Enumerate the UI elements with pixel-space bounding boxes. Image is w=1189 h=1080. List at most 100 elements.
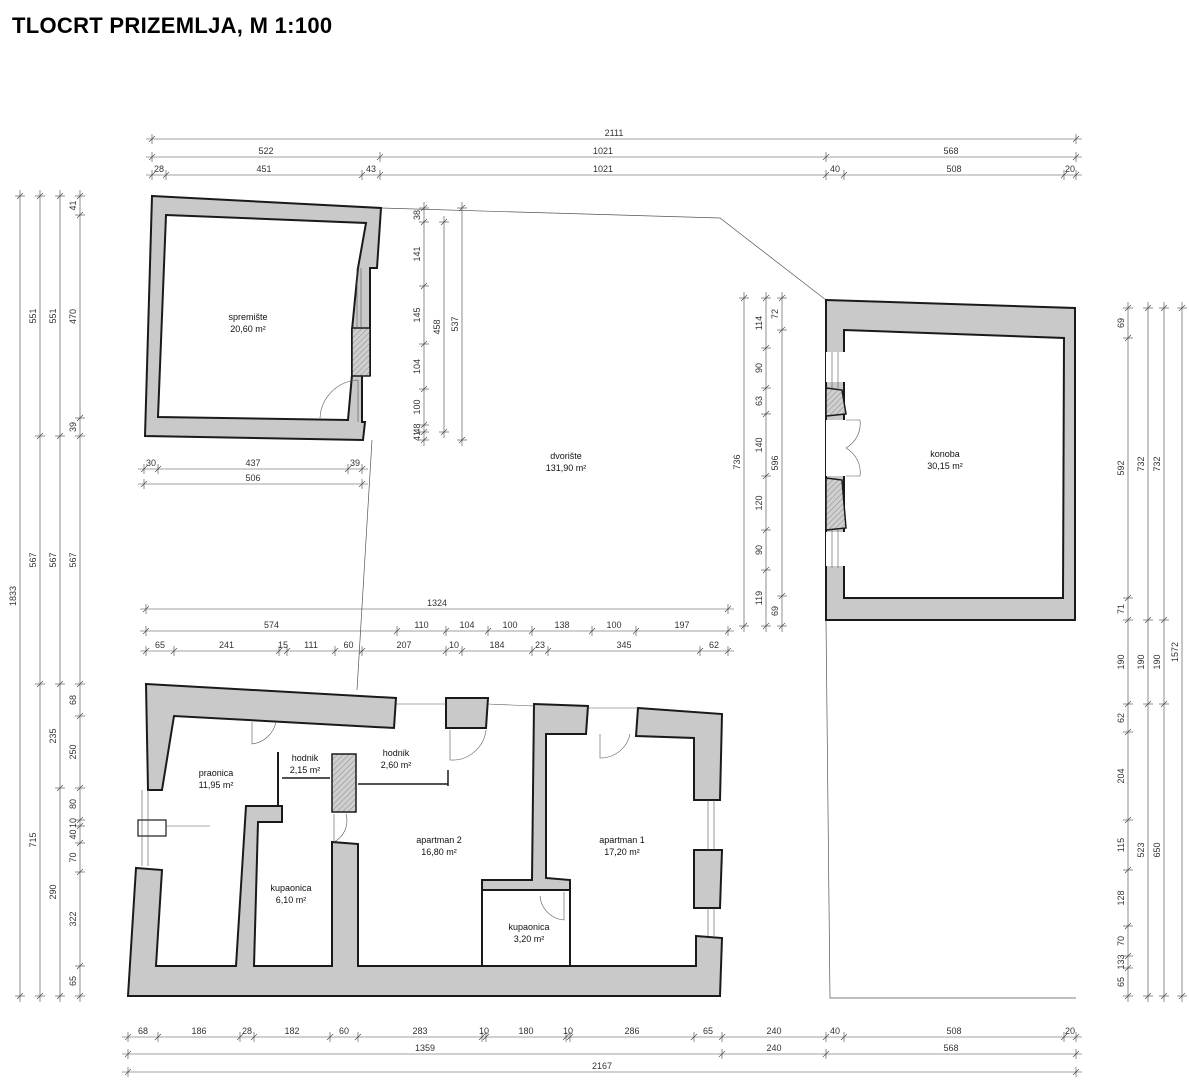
room-name-spremiste: spremište xyxy=(228,312,267,322)
dim-label: 197 xyxy=(674,620,689,630)
dim-label: 65 xyxy=(155,640,165,650)
dim-label: 80 xyxy=(68,799,78,809)
dim-label: 41 xyxy=(68,200,78,210)
dim-label: 100 xyxy=(606,620,621,630)
dim-label: 70 xyxy=(1116,936,1126,946)
dim-label: 715 xyxy=(28,832,38,847)
dim-label: 551 xyxy=(28,308,38,323)
dim-label: 1021 xyxy=(593,164,613,174)
dim-label: 20 xyxy=(1065,164,1075,174)
dim-label: 508 xyxy=(946,1026,961,1036)
room-name-kupaonica-1: kupaonica xyxy=(270,883,311,893)
dim-label: 574 xyxy=(264,620,279,630)
dim-label: 10 xyxy=(563,1026,573,1036)
dim-label: 68 xyxy=(68,695,78,705)
dim-label: 1359 xyxy=(415,1043,435,1053)
room-labels: spremište 20,60 m² dvorište 131,90 m² ko… xyxy=(199,312,963,944)
dim-label: 115 xyxy=(1116,838,1126,852)
dim-label: 286 xyxy=(624,1026,639,1036)
dim-label: 241 xyxy=(219,640,234,650)
dim-label: 551 xyxy=(48,308,58,323)
dim-label: 140 xyxy=(754,437,764,452)
dim-label: 28 xyxy=(242,1026,252,1036)
dim-label: 190 xyxy=(1136,654,1146,669)
dim-label: 65 xyxy=(68,976,78,986)
dim-label: 111 xyxy=(304,640,318,650)
room-area-praonica: 11,95 m² xyxy=(199,780,234,790)
dim-label: 41 xyxy=(412,431,422,441)
dim-label: 345 xyxy=(616,640,631,650)
dim-label: 71 xyxy=(1116,604,1126,614)
dim-label: 568 xyxy=(943,1043,958,1053)
dim-label: 65 xyxy=(1116,977,1126,987)
dim-label: 182 xyxy=(284,1026,299,1036)
dim-label: 40 xyxy=(830,164,840,174)
dim-label: 39 xyxy=(350,458,360,468)
dim-label: 235 xyxy=(48,728,58,743)
dim-label: 104 xyxy=(459,620,474,630)
dim-label: 458 xyxy=(432,319,442,334)
dim-label: 63 xyxy=(754,396,764,406)
dim-label: 437 xyxy=(245,458,260,468)
dim-label: 69 xyxy=(1116,318,1126,328)
dim-label: 523 xyxy=(1136,842,1146,857)
dim-label: 207 xyxy=(396,640,411,650)
room-area-hodnik-2: 2,60 m² xyxy=(381,760,412,770)
dim-label: 190 xyxy=(1116,654,1126,669)
dim-label: 650 xyxy=(1152,842,1162,857)
dim-label: 1833 xyxy=(8,586,18,606)
dim-label: 568 xyxy=(943,146,958,156)
dim-label: 736 xyxy=(732,454,742,469)
dim-label: 40 xyxy=(68,829,78,839)
dim-label: 119 xyxy=(754,591,764,605)
dim-label: 186 xyxy=(191,1026,206,1036)
dim-label: 100 xyxy=(412,399,422,414)
dim-label: 522 xyxy=(258,146,273,156)
dim-label: 290 xyxy=(48,884,58,899)
room-area-konoba: 30,15 m² xyxy=(927,461,963,471)
dim-label: 141 xyxy=(412,246,422,261)
dim-label: 28 xyxy=(154,164,164,174)
dim-label: 100 xyxy=(502,620,517,630)
dim-label: 104 xyxy=(412,359,422,374)
dim-label: 240 xyxy=(766,1026,781,1036)
dim-label: 283 xyxy=(412,1026,427,1036)
dim-label: 1572 xyxy=(1170,642,1180,662)
dim-label: 133 xyxy=(1116,954,1126,969)
dim-label: 10 xyxy=(68,818,78,828)
room-area-kupaonica-2: 3,20 m² xyxy=(514,934,545,944)
dim-label: 180 xyxy=(518,1026,533,1036)
dim-label: 38 xyxy=(412,210,422,220)
dim-label: 10 xyxy=(449,640,459,650)
dim-label: 62 xyxy=(709,640,719,650)
dim-label: 70 xyxy=(68,852,78,862)
dim-label: 470 xyxy=(68,309,78,324)
dim-label: 39 xyxy=(68,422,78,432)
dim-label: 592 xyxy=(1116,460,1126,475)
dim-label: 40 xyxy=(830,1026,840,1036)
dim-label: 120 xyxy=(754,495,764,510)
dim-label: 20 xyxy=(1065,1026,1075,1036)
dim-label: 10 xyxy=(479,1026,489,1036)
dim-label: 508 xyxy=(946,164,961,174)
wall-apartments xyxy=(144,682,398,791)
dim-label: 90 xyxy=(754,363,764,373)
dim-label: 69 xyxy=(770,606,780,616)
building-apartments xyxy=(126,682,724,997)
dim-label: 30 xyxy=(146,458,156,468)
dim-label: 732 xyxy=(1136,456,1146,471)
dim-label: 114 xyxy=(754,316,764,330)
room-name-praonica: praonica xyxy=(199,768,234,778)
dim-label: 68 xyxy=(138,1026,148,1036)
dim-label: 567 xyxy=(68,552,78,567)
room-name-dvoriste: dvorište xyxy=(550,451,582,461)
room-area-dvoriste: 131,90 m² xyxy=(546,463,587,473)
dim-label: 90 xyxy=(754,545,764,555)
dim-label: 596 xyxy=(770,455,780,470)
dim-label: 60 xyxy=(343,640,353,650)
dim-label: 15 xyxy=(278,640,288,650)
dim-label: 1324 xyxy=(427,598,447,608)
dim-label: 2167 xyxy=(592,1061,612,1071)
dim-label: 240 xyxy=(766,1043,781,1053)
